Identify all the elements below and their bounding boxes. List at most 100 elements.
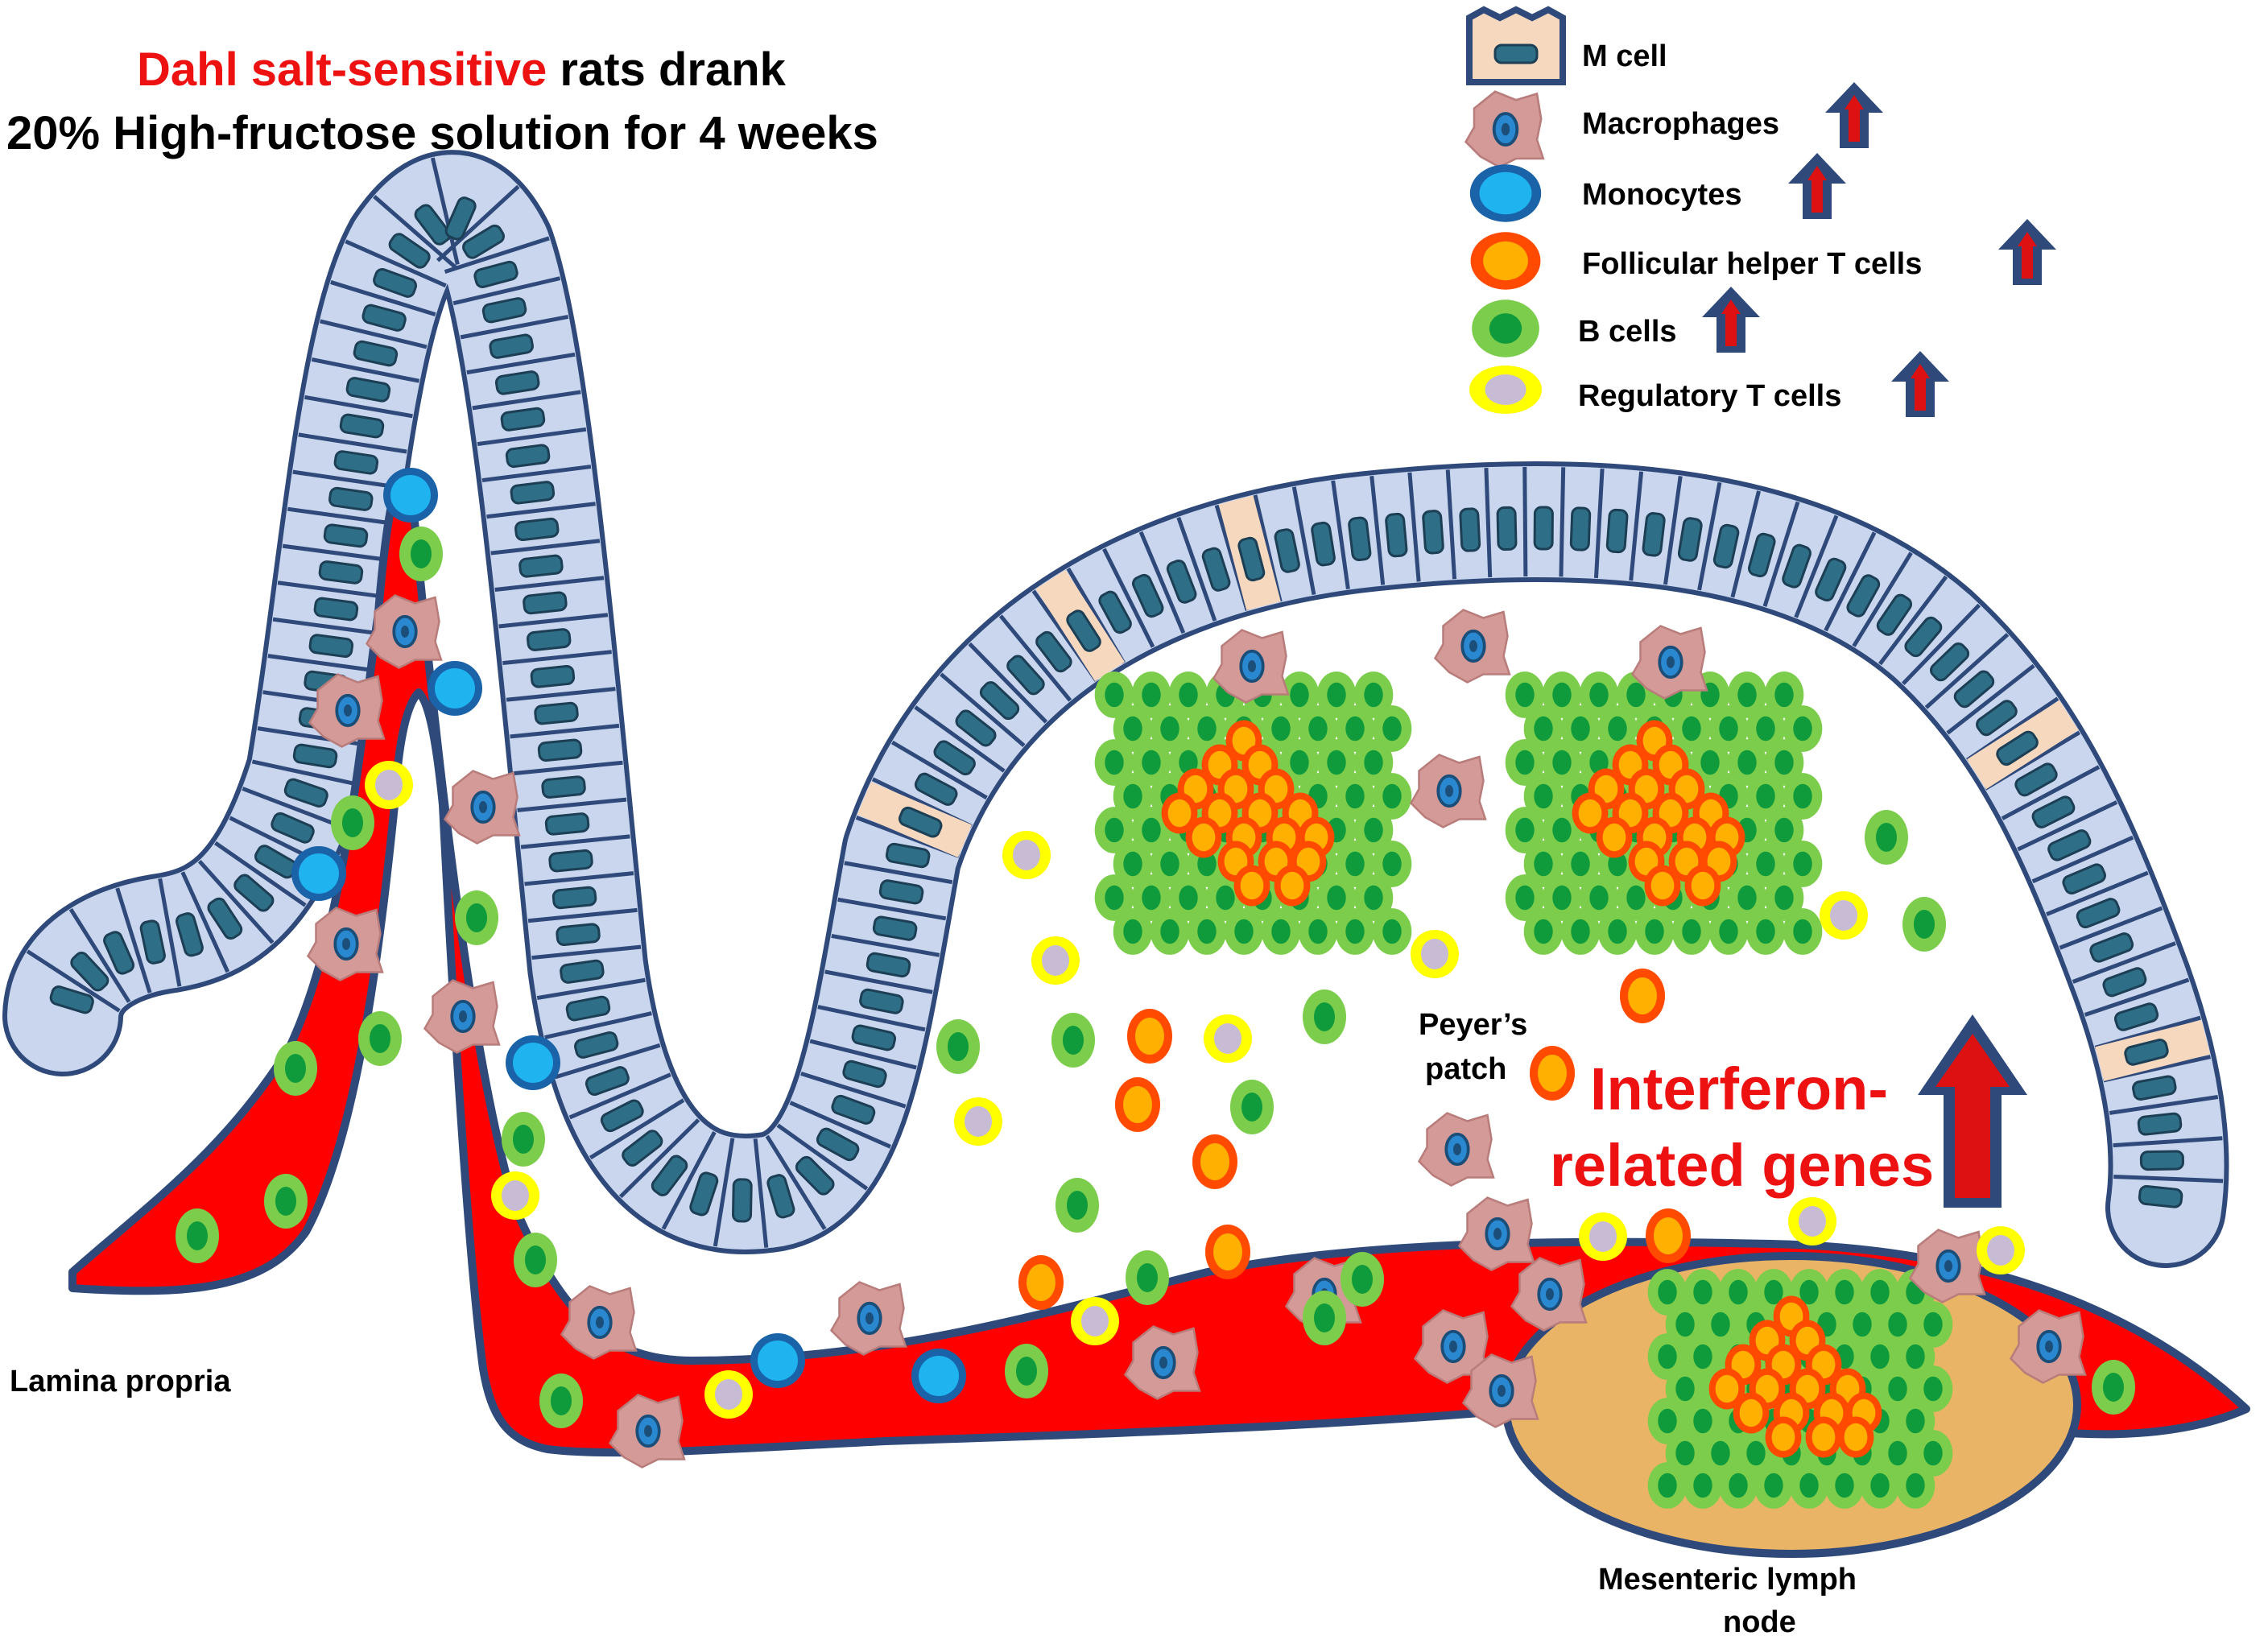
- epithelial-nucleus: [233, 874, 275, 912]
- tfh-cell: [1115, 1077, 1160, 1132]
- epithelial-cell-border: [436, 184, 520, 262]
- follicle-tfh-cell: [1185, 816, 1222, 858]
- epithelial-nucleus: [2139, 1150, 2184, 1171]
- epithelial-cell-border: [1762, 501, 1800, 607]
- epithelial-nucleus: [878, 879, 924, 905]
- b-cell: [1005, 1344, 1048, 1398]
- epithelial-nucleus: [2113, 1002, 2159, 1031]
- epithelial-nucleus: [139, 919, 166, 965]
- monocyte: [506, 1035, 560, 1090]
- b-cell: [455, 890, 498, 945]
- treg-cell-icon: [1469, 366, 1542, 414]
- title-line-2: 20% High-fructose solution for 4 weeks: [6, 107, 878, 159]
- epithelial-nucleus: [444, 196, 477, 241]
- epithelial-cell-border: [1901, 603, 1981, 685]
- epithelial-nucleus: [885, 842, 931, 869]
- epithelial-nucleus: [585, 1066, 630, 1097]
- epithelial-cell-border: [800, 1072, 907, 1109]
- epithelial-nucleus: [313, 597, 359, 622]
- epithelial-cell-border: [502, 650, 612, 666]
- epithelial-cell-border: [242, 787, 346, 830]
- epithelial-nucleus: [1876, 593, 1913, 636]
- epithelial-cell-border: [1924, 633, 2010, 709]
- epithelial-nucleus: [530, 665, 576, 688]
- epithelial-cell-border: [115, 887, 152, 994]
- b-cell: [399, 527, 443, 581]
- monocyte: [911, 1349, 966, 1403]
- follicle-b-cell: [1597, 908, 1638, 955]
- epithelial-nucleus: [795, 1155, 835, 1196]
- epithelial-cell-border: [2031, 835, 2134, 884]
- follicle-b-cell: [1187, 908, 1227, 955]
- b-cell: [1303, 1291, 1346, 1345]
- epithelial-nucleus: [481, 297, 527, 324]
- epithelial-nucleus: [2031, 795, 2076, 828]
- epithelial-cell-border: [940, 672, 1026, 747]
- epithelial-cell-border: [824, 969, 933, 994]
- follicle-b-cell: [1708, 908, 1749, 955]
- epithelial-nucleus: [103, 931, 135, 975]
- epithelial-cell-border: [2017, 800, 2118, 852]
- follicle-b-cell: [1224, 908, 1264, 955]
- epithelial-cell-border: [320, 319, 428, 349]
- title-red-span: Dahl salt-sensitive: [137, 43, 547, 96]
- epithelial-cell-border: [460, 314, 569, 340]
- epithelial-nucleus: [500, 407, 546, 432]
- epithelial-nucleus: [523, 591, 568, 615]
- epithelial-nucleus: [565, 995, 611, 1022]
- b-cell: [1051, 1013, 1095, 1068]
- epithelial-nucleus: [872, 915, 918, 941]
- follicle-b-cell: [1789, 1462, 1829, 1509]
- treg-cell: [1002, 831, 1051, 879]
- epithelial-nucleus: [1006, 655, 1045, 696]
- follicle-tfh-cell: [1733, 1392, 1770, 1434]
- epithelial-nucleus: [1459, 507, 1481, 552]
- epithelial-nucleus: [49, 985, 94, 1014]
- epithelial-nucleus: [1953, 670, 1995, 708]
- monocyte: [750, 1333, 805, 1388]
- peyers-patch-label-line-1: Peyer’s: [1419, 1008, 1527, 1042]
- epithelial-cell-border: [1331, 480, 1350, 590]
- tfh-cell: [1620, 969, 1665, 1023]
- epithelial-nucleus: [816, 1127, 860, 1162]
- b-cell: [358, 1011, 402, 1066]
- macrophage: [443, 769, 521, 845]
- epithelial-cell-border: [345, 239, 447, 288]
- epithelial-cell-border: [490, 539, 601, 556]
- epithelial-nucleus: [1642, 512, 1666, 557]
- epithelial-cell-border: [158, 878, 182, 987]
- epithelial-nucleus: [1846, 574, 1881, 618]
- lymph-node-label-line-1: Mesenteric lymph: [1598, 1563, 1857, 1597]
- epithelial-nucleus: [534, 701, 579, 725]
- treg-cell: [954, 1097, 1002, 1146]
- epithelial-cell-border: [1369, 475, 1386, 585]
- epithelial-nucleus: [345, 377, 391, 403]
- epithelial-cell-border: [311, 357, 420, 383]
- epithelial-cell-border: [452, 276, 561, 306]
- epithelial-cell-border: [2059, 906, 2163, 950]
- legend: M cell Macrophages Monocytes Follicular …: [1464, 6, 2056, 417]
- epithelial-nucleus: [388, 233, 431, 269]
- epithelial-cell-border: [589, 1098, 685, 1160]
- epithelial-cell-border: [2084, 977, 2190, 1017]
- epithelial-cell-border: [544, 1011, 652, 1039]
- epithelial-cell-border: [287, 506, 397, 527]
- epithelial-cell-border: [890, 740, 988, 800]
- treg-cell: [1579, 1212, 1627, 1261]
- epithelial-cell-border: [1852, 551, 1913, 647]
- epithelial-cell-border: [510, 723, 620, 739]
- epithelial-nucleus: [544, 812, 590, 836]
- epithelial-nucleus: [526, 628, 572, 651]
- peyers-patch-label-line-2: patch: [1425, 1052, 1506, 1086]
- epithelial-cell-border: [277, 580, 387, 600]
- epithelial-cell-border: [1445, 469, 1457, 580]
- epithelial-nucleus: [1677, 517, 1703, 562]
- epithelial-nucleus: [494, 370, 540, 395]
- epithelial-cell-border: [494, 576, 605, 592]
- epithelial-cell-border: [1102, 547, 1155, 648]
- epithelial-nucleus: [1311, 521, 1336, 567]
- treg-cell: [1977, 1226, 2025, 1274]
- epithelial-cell-border: [304, 395, 413, 419]
- b-cell: [331, 795, 374, 850]
- tfh-cell: [1205, 1225, 1250, 1279]
